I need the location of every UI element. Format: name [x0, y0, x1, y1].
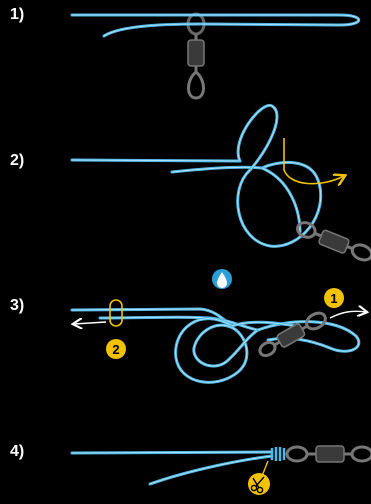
fishing-line-step-4: [70, 450, 274, 486]
fishing-line-step-1: [70, 13, 361, 38]
pull-right-arrow: [329, 311, 366, 319]
step-4-illustration: [70, 445, 371, 495]
swivel-step-2: [296, 221, 371, 262]
svg-text:2: 2: [112, 342, 119, 357]
pull-left-arrow: [74, 322, 107, 324]
step-4-label: 4): [10, 443, 25, 460]
step-1-illustration: [70, 12, 361, 100]
direction-arrow-step-2: [283, 138, 344, 184]
svg-text:1: 1: [330, 291, 337, 306]
water-drop-icon: [212, 269, 232, 289]
swivel-step-3: [258, 311, 327, 358]
step-3-illustration: 1 2: [70, 269, 366, 384]
swivel-step-4: [285, 445, 371, 463]
fishing-line-step-2: [70, 104, 323, 248]
step-1-label: 1): [10, 6, 25, 23]
step-2-label: 2): [10, 152, 25, 169]
step-badge-1: 1: [324, 288, 344, 308]
pinch-marker-step-3: [109, 299, 123, 327]
step-3-label: 3): [10, 297, 25, 314]
swivel-step-1: [186, 12, 206, 100]
step-badge-2: 2: [106, 339, 126, 359]
cut-guide-line: [261, 460, 269, 477]
fishing-line-step-3: [70, 307, 361, 384]
finished-knot: [270, 447, 286, 461]
scissors-icon: [248, 473, 270, 495]
step-2-illustration: [70, 104, 371, 262]
